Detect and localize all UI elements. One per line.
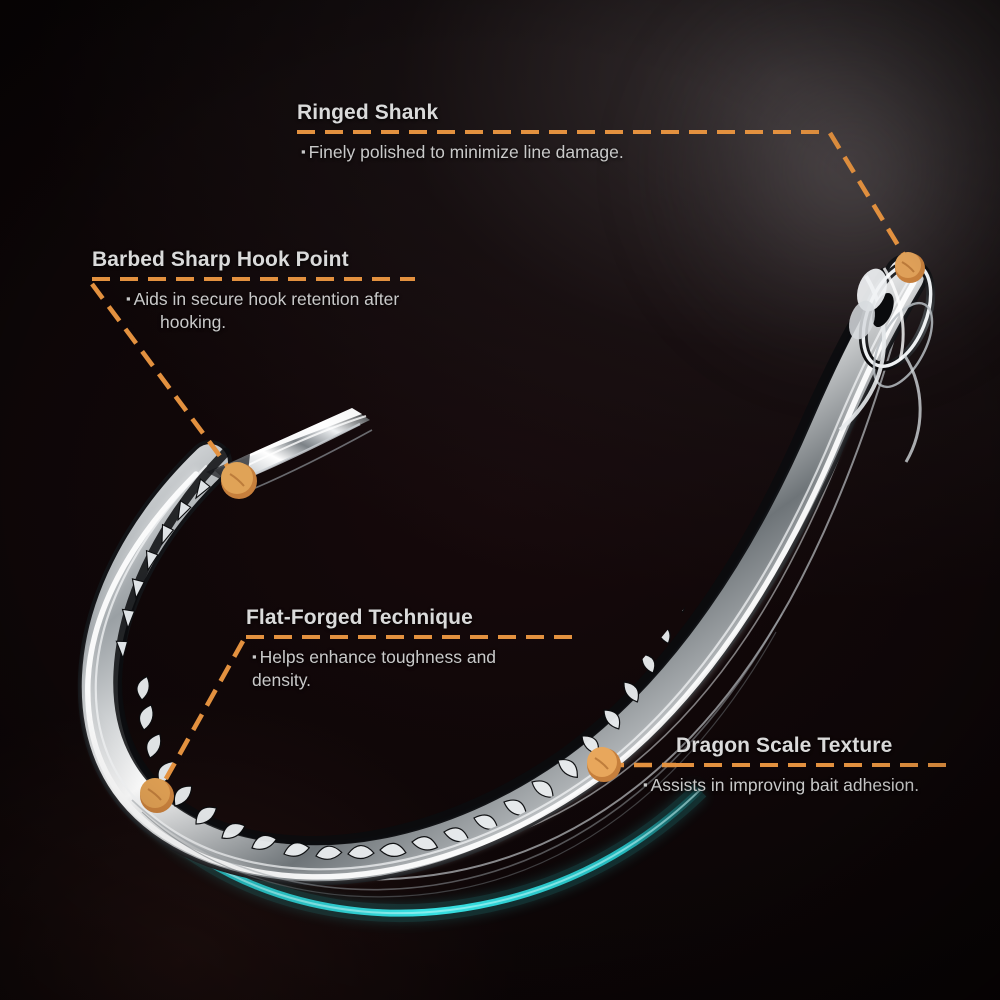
callout-body-text: Aids in secure hook retention after hook… [133,289,400,333]
callout-rule-flat-forged [246,635,581,640]
callout-body-text: Helps enhance toughness and density. [252,647,497,691]
bullet-icon: ▪ [643,777,648,793]
callout-rule-barbed-point [92,277,415,282]
callout-title-flat-forged: Flat-Forged Technique [246,606,473,629]
callout-ringed-shank: Ringed Shank ▪Finely polished to minimiz… [297,101,829,164]
callout-rule-dragon-scale [676,763,952,768]
callout-title-dragon-scale: Dragon Scale Texture [676,734,893,757]
callout-dragon-scale: Dragon Scale Texture ▪Assists in improvi… [643,734,952,797]
callout-barbed-point: Barbed Sharp Hook Point ▪Aids in secure … [92,248,460,335]
callout-rule-ringed-shank [297,130,829,135]
callout-title-ringed-shank: Ringed Shank [297,101,439,124]
bullet-icon: ▪ [301,144,306,160]
callout-body-flat-forged: ▪Helps enhance toughness and density. [252,646,532,693]
bullet-icon: ▪ [126,291,131,307]
callout-body-text: Assists in improving bait adhesion. [650,775,920,796]
bullet-icon: ▪ [252,649,257,665]
callout-body-dragon-scale: ▪Assists in improving bait adhesion. [643,774,933,797]
callout-body-barbed-point: ▪Aids in secure hook retention after hoo… [126,288,460,335]
callout-body-ringed-shank: ▪Finely polished to minimize line damage… [301,141,829,164]
callout-flat-forged: Flat-Forged Technique ▪Helps enhance tou… [246,606,581,693]
callout-title-barbed-point: Barbed Sharp Hook Point [92,248,349,271]
callout-body-text: Finely polished to minimize line damage. [308,142,624,163]
